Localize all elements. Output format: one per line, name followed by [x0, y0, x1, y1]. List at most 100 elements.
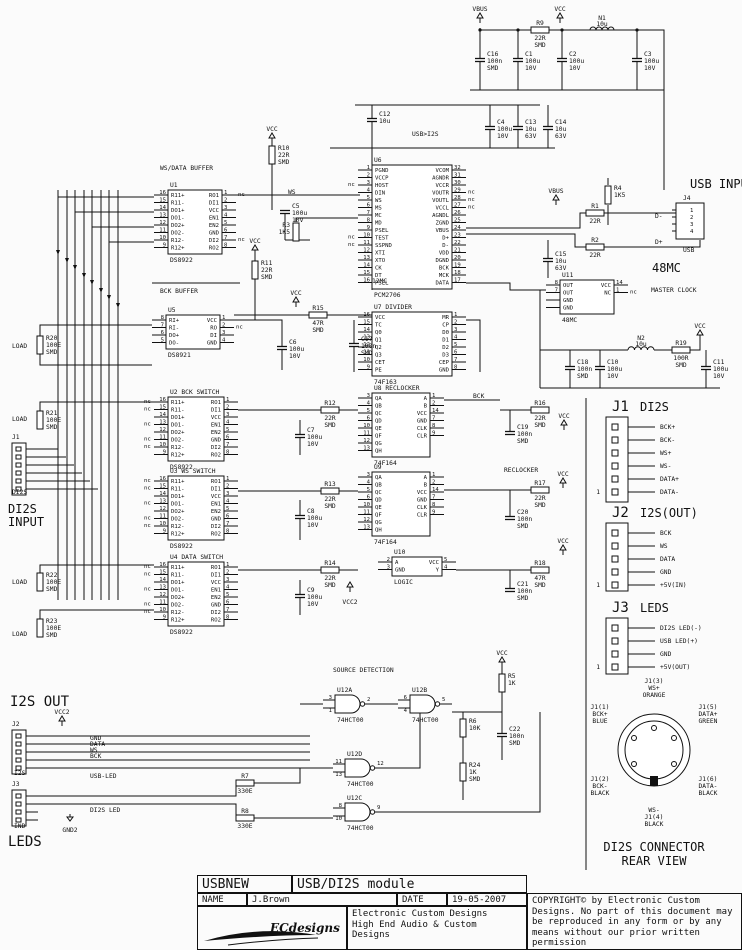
r23-value: 100E — [46, 625, 61, 632]
u7-chip-pin-num: 11 — [363, 350, 370, 356]
u6-chip-pin-dgnd: DGND — [436, 258, 450, 264]
vbus-u6-label: VBUS — [548, 188, 563, 195]
bus-arrow — [65, 258, 69, 263]
u5-chip-pin-num: 4 — [222, 338, 226, 344]
u5-chip-pin-do+: DO+ — [169, 333, 180, 339]
u9-chip-pin-num: 7 — [432, 495, 435, 501]
bus-arrow — [73, 265, 77, 270]
u6-chip-pin-num: 17 — [454, 278, 461, 284]
u6-chip-pin-vbus: VBUS — [436, 228, 449, 234]
u5-chip-pin-ri-: RI- — [169, 326, 179, 332]
u9-chip — [371, 471, 431, 537]
r24-pkg: SMD — [469, 776, 481, 783]
u4-chip-pin-num: 4 — [226, 585, 230, 591]
u4-chip-pin-num: 7 — [226, 607, 229, 613]
u1-chip-pin-vcc: VCC — [209, 208, 219, 214]
c22-ref: C22 — [509, 726, 521, 733]
u4-chip-pin-num: 6 — [226, 600, 229, 606]
u4-chip-pin-num: 3 — [226, 577, 229, 583]
u6-chip-pin-zgnd: ZGND — [436, 221, 450, 227]
din-p6-label: J1(6) — [699, 776, 718, 783]
u12b-gate-part: 74HCT00 — [412, 717, 439, 724]
u6-chip-nc: nc — [468, 190, 475, 196]
u12a-gate-ref: U12A — [337, 687, 352, 694]
u6-chip-pin-num: 13 — [363, 255, 370, 261]
r11 — [251, 260, 259, 280]
u6-chip-pin-num: 29 — [454, 188, 461, 194]
u6-chip-pin-din: DIN — [375, 191, 385, 197]
u2-chip-pin-num: 16 — [159, 397, 166, 403]
u3-chip-ref: U3 WS SWITCH — [170, 468, 216, 475]
c21-value: 100n — [517, 588, 532, 595]
u6-chip-pin-host: HOST — [375, 183, 389, 189]
u2-chip-pin-gnd: GND — [211, 438, 222, 444]
gnd2-label: GND2 — [62, 827, 77, 834]
u6-chip-pin-num: 16 — [363, 278, 370, 284]
r16-pkg: SMD — [534, 422, 546, 429]
u6-chip-pin-num: 8 — [367, 218, 371, 224]
u10-chip-pin-num: 3 — [387, 565, 390, 571]
u10-chip-pin-num: 5 — [444, 557, 447, 563]
i2s-out-title: I2S OUT — [10, 694, 70, 710]
u4-chip — [167, 561, 225, 627]
j4-pin-4: 4 — [690, 229, 694, 235]
r6-value: 10K — [469, 725, 481, 732]
u4-chip-pin-do1+: DO1+ — [171, 580, 185, 586]
r22-net — [39, 564, 154, 573]
u2-chip-pin-num: 5 — [226, 427, 229, 433]
r10-ref: R10 — [278, 145, 290, 152]
u4-chip-pin-ro1: RO1 — [211, 565, 221, 571]
u4-chip-pin-vcc: VCC — [211, 580, 221, 586]
u7-chip-pin-num: 12 — [363, 342, 370, 348]
bck-net-label: BCK — [473, 393, 485, 400]
u3-chip-nc: nc — [144, 523, 151, 529]
u1-chip-pin-di1: DI1 — [209, 201, 219, 207]
u8-chip-part: 74F164 — [374, 460, 397, 467]
u7-chip-pin-q1: Q1 — [375, 338, 382, 344]
doc-title: USB/DI2S module — [292, 875, 527, 893]
conn-j3-body — [605, 617, 629, 675]
u10-chip-pin-num: 2 — [387, 557, 390, 563]
u12b-gate-pin: 4 — [404, 708, 408, 714]
c18-rating: SMD — [577, 373, 589, 380]
u6-chip-pin-vcom: VCOM — [436, 168, 450, 174]
u1-chip-pin-num: 16 — [159, 190, 166, 196]
u9-chip-pin-vcc: VCC — [417, 490, 427, 496]
u6-chip-pin-num: 28 — [454, 195, 461, 201]
r12-pkg: SMD — [324, 422, 336, 429]
dplus-net — [466, 233, 586, 248]
r16-value: 22R — [534, 415, 546, 422]
din-p2-label: BCK- — [592, 783, 607, 790]
conn-j3-pin-label: DI2S LED(-) — [660, 625, 702, 632]
u8-chip-pin-qc: QC — [375, 411, 382, 417]
j1-header-pin — [15, 486, 22, 492]
u6-chip-pin-bck: BCK — [439, 266, 450, 272]
u1-chip-pin-num: 15 — [159, 198, 166, 204]
u12d-gate-pin: 12 — [377, 761, 384, 767]
u9-chip-pin-b: B — [424, 483, 428, 489]
j2-header-pin — [15, 741, 22, 747]
r1-ref: R1 — [591, 203, 599, 210]
u9-chip-pin-num: 8 — [432, 502, 436, 508]
c16-ref: C16 — [487, 51, 499, 58]
u1-chip-pin-num: 6 — [224, 228, 227, 234]
u6-chip-pin-mck: MCK — [439, 273, 450, 279]
u4-chip-pin-num: 5 — [226, 592, 229, 598]
u2-chip-nc: nc — [144, 407, 151, 413]
u5-chip-pin-num: 5 — [161, 338, 164, 344]
j1-header-pin — [15, 454, 22, 460]
bck-net-label-out: BCK — [90, 753, 102, 760]
u4-chip-nc: nc — [144, 564, 151, 570]
u4-chip-pin-r11+: R11+ — [171, 565, 185, 571]
u1-chip-pin-num: 1 — [224, 190, 227, 196]
c22-value: 100n — [509, 733, 524, 740]
u7-chip-part: 74F163 — [374, 379, 397, 386]
u7-chip-pin-num: 15 — [363, 320, 370, 326]
u4-chip-pin-r12-: R12- — [171, 610, 184, 616]
u4-chip-pin-num: 1 — [226, 562, 229, 568]
u12d-gate-part: 74HCT00 — [347, 781, 374, 788]
master-clock-title: MASTER CLOCK — [651, 287, 697, 294]
u9-chip-ref: U9 — [374, 464, 382, 471]
u11-chip-part: 48MC — [562, 317, 577, 324]
u2-chip-pin-num: 14 — [159, 412, 166, 418]
